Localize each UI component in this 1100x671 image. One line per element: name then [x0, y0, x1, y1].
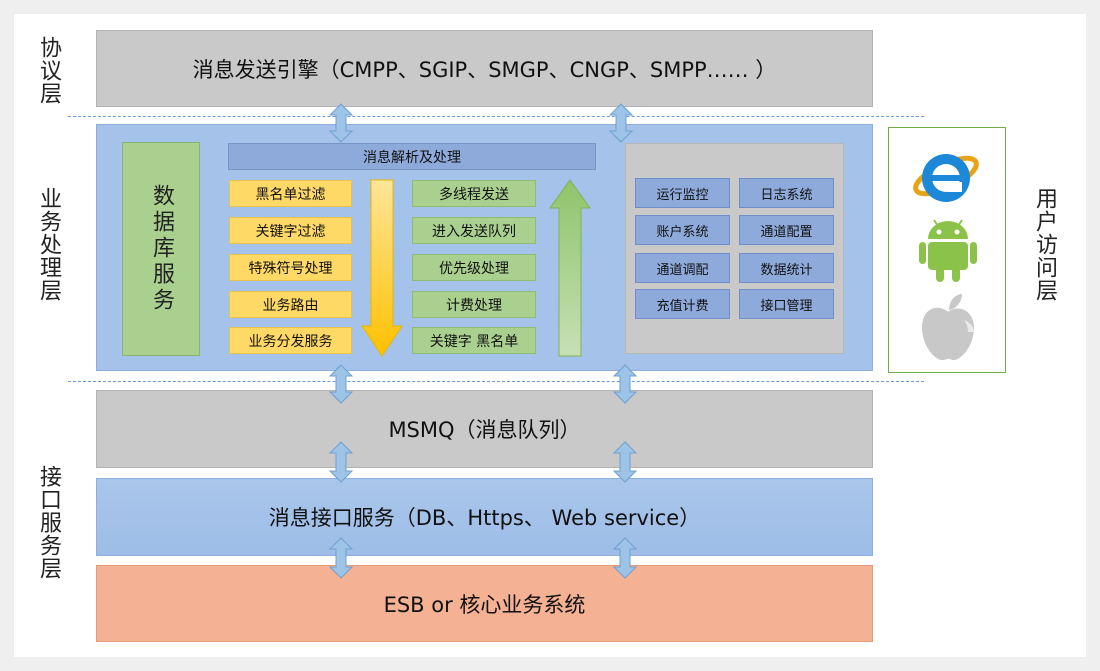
yellow-item-label: 业务分发服务: [248, 333, 333, 350]
message-interface-label: 消息接口服务（DB、Https、 Web service）: [268, 506, 701, 530]
management-item-label: 数据统计: [760, 262, 813, 278]
management-item: 日志系统: [739, 178, 834, 208]
green-item: 优先级处理: [412, 254, 536, 281]
separator-top: [68, 116, 924, 117]
bidirectional-arrow-icon: [328, 441, 354, 483]
management-item: 通道配置: [739, 215, 834, 245]
bidirectional-arrow-icon: [612, 537, 638, 579]
yellow-item-label: 黑名单过滤: [255, 186, 326, 203]
message-send-engine-bar: 消息发送引擎（CMPP、SGIP、SMGP、CNGP、SMPP…… ）: [96, 30, 873, 107]
management-item: 数据统计: [739, 253, 834, 283]
esb-core-system-bar: ESB or 核心业务系统: [96, 565, 873, 642]
message-parse-header: 消息解析及处理: [228, 143, 596, 170]
bidirectional-arrow-icon: [608, 103, 634, 143]
green-item: 关键字 黑名单: [412, 327, 536, 354]
management-item-label: 运行监控: [656, 187, 709, 203]
green-item-label: 优先级处理: [439, 260, 509, 277]
management-item-label: 通道调配: [656, 262, 709, 278]
management-item: 账户系统: [635, 215, 730, 245]
management-item-label: 账户系统: [656, 224, 709, 240]
green-item: 计费处理: [412, 291, 536, 318]
green-item-label: 多线程发送: [439, 186, 509, 203]
ie-icon: [913, 154, 979, 202]
green-item-label: 关键字 黑名单: [429, 333, 519, 350]
management-item-label: 日志系统: [760, 187, 813, 203]
user-access-layer-label: 用户访问层: [1032, 186, 1057, 302]
up-arrow-icon: [549, 179, 591, 357]
android-icon: [919, 219, 977, 282]
management-item: 运行监控: [635, 178, 730, 208]
database-service-label: 数据库服务: [149, 184, 174, 314]
apple-icon: [922, 294, 974, 361]
esb-core-system-label: ESB or 核心业务系统: [383, 592, 586, 617]
message-parse-label: 消息解析及处理: [363, 149, 461, 166]
bidirectional-arrow-icon: [612, 364, 638, 404]
management-panel: [625, 143, 844, 354]
separator-bottom: [68, 381, 924, 382]
yellow-item-label: 特殊符号处理: [248, 260, 333, 277]
management-item-label: 通道配置: [760, 224, 813, 240]
bidirectional-arrow-icon: [328, 103, 354, 143]
interface-layer-label: 接口服务层: [36, 464, 61, 580]
msmq-bar: MSMQ（消息队列）: [96, 390, 873, 468]
management-item: 充值计费: [635, 289, 730, 319]
management-item: 通道调配: [635, 253, 730, 283]
green-item: 多线程发送: [412, 180, 536, 207]
green-item-label: 计费处理: [446, 297, 502, 314]
bidirectional-arrow-icon: [328, 537, 354, 579]
yellow-item-label: 关键字过滤: [255, 223, 326, 240]
yellow-item: 特殊符号处理: [229, 254, 352, 281]
management-item-label: 充值计费: [656, 298, 709, 314]
business-layer-label: 业务处理层: [36, 186, 61, 302]
architecture-diagram: 协议层 业务处理层 接口服务层 用户访问层 消息发送引擎（CMPP、SGIP、S…: [14, 14, 1086, 657]
management-item: 接口管理: [739, 289, 834, 319]
yellow-item: 业务分发服务: [229, 327, 352, 354]
yellow-item: 关键字过滤: [229, 217, 352, 244]
management-item-label: 接口管理: [760, 298, 813, 314]
yellow-item: 黑名单过滤: [229, 180, 352, 207]
message-interface-bar: 消息接口服务（DB、Https、 Web service）: [96, 478, 873, 556]
msmq-label: MSMQ（消息队列）: [388, 418, 581, 442]
bidirectional-arrow-icon: [328, 364, 354, 404]
green-item: 进入发送队列: [412, 217, 536, 244]
message-send-engine-label: 消息发送引擎（CMPP、SGIP、SMGP、CNGP、SMPP…… ）: [192, 57, 777, 82]
protocol-layer-label: 协议层: [36, 35, 61, 105]
down-arrow-icon: [361, 179, 403, 357]
yellow-item-label: 业务路由: [262, 297, 319, 314]
database-service-box: 数据库服务: [122, 142, 200, 356]
green-item-label: 进入发送队列: [432, 223, 516, 240]
yellow-item: 业务路由: [229, 291, 352, 318]
bidirectional-arrow-icon: [612, 441, 638, 483]
